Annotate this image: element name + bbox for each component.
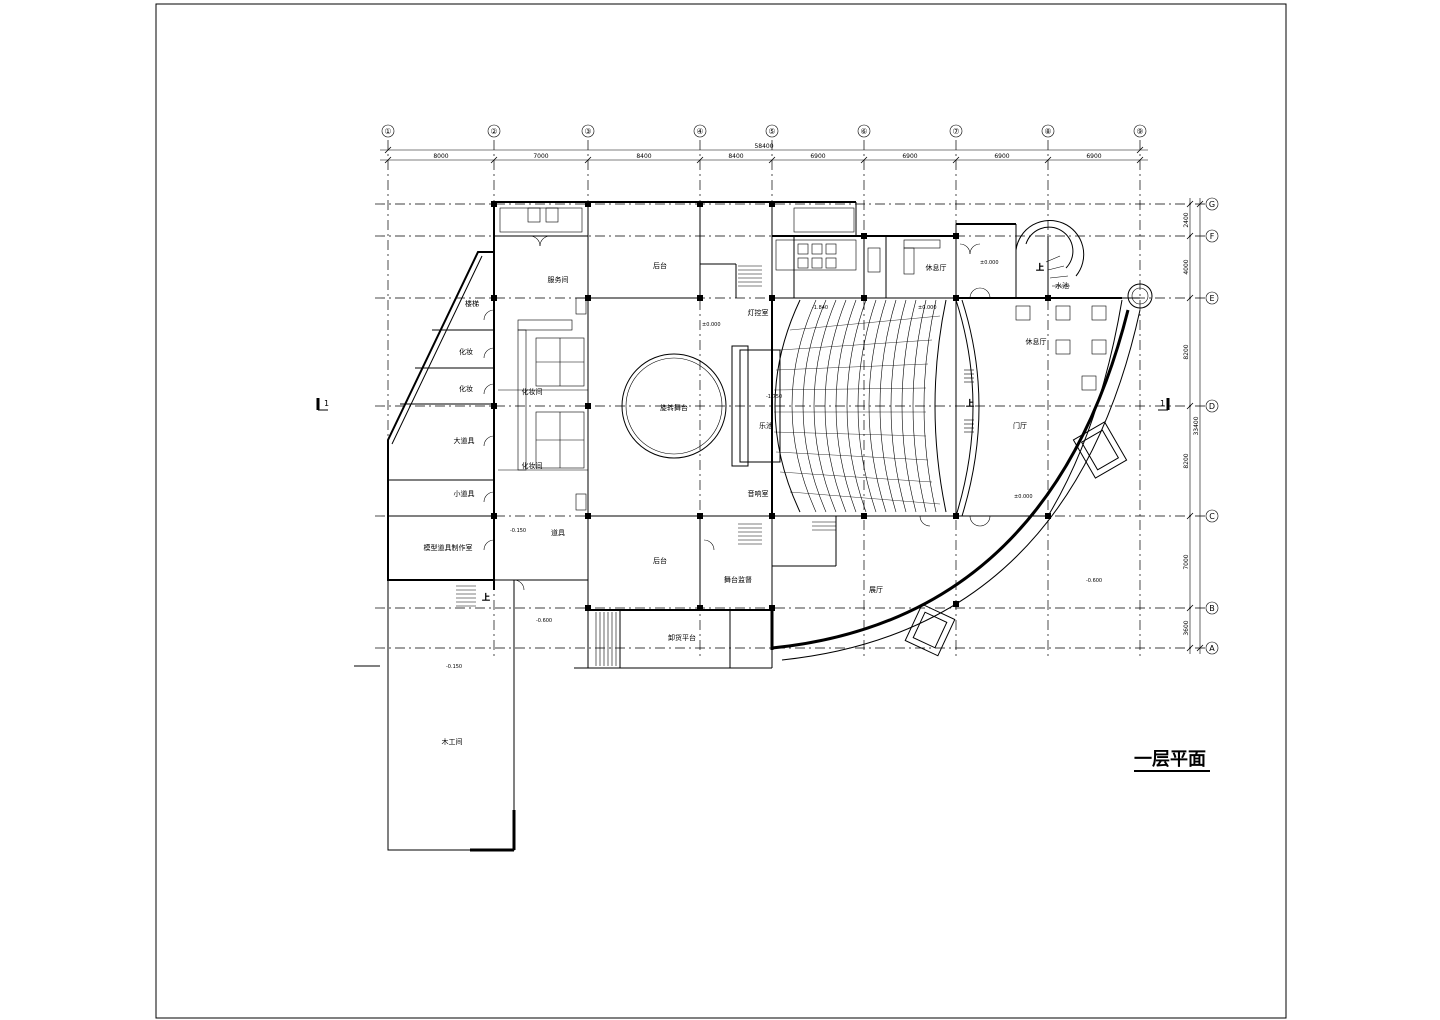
room-label-backstage-top: 后台 [653, 261, 667, 270]
room-label-lobby: 门厅 [1013, 421, 1027, 430]
span-dim-4: 8400 [728, 153, 743, 160]
room-label-orchestra-pit: 乐池 [759, 421, 773, 430]
axis-2-label: ② [490, 127, 497, 136]
restroom-fixtures [499, 207, 941, 275]
axis-G-label: G [1209, 200, 1215, 209]
elev-stage: ±0.000 [702, 322, 721, 328]
drawing-title-block: 一层平面 [1134, 749, 1210, 772]
room-label-makeup-1: 化妆 [459, 347, 473, 356]
room-label-pool: 水池 [1055, 281, 1069, 290]
span-dim-2: 7000 [533, 153, 548, 160]
room-label-large-dressing: 大道具 [454, 436, 475, 445]
span-dim-7: 6900 [994, 153, 1009, 160]
axis-B-label: B [1209, 604, 1215, 613]
stair-up-arrow-3: 上 [966, 399, 974, 408]
room-label-makeup-2: 化妆 [459, 384, 473, 393]
row-span-dim-2: 4000 [1183, 259, 1190, 274]
overall-depth-dim: 33400 [1193, 416, 1200, 435]
elev-lobby: ±0.000 [1014, 494, 1033, 500]
axis-9-label: ⑨ [1136, 127, 1143, 136]
elev-woodshop: -0.150 [446, 664, 462, 670]
room-label-director: 舞台监督 [724, 575, 752, 584]
elev-pit: -1.750 [766, 394, 782, 400]
span-dim-5: 6900 [810, 153, 825, 160]
rotating-stage [621, 353, 727, 459]
room-label-lounge-right: 休息厅 [1026, 337, 1047, 346]
elev-platform: -0.600 [536, 618, 552, 624]
column-axis-labels: ① ② ③ ④ ⑤ ⑥ ⑦ ⑧ ⑨ [381, 124, 1147, 138]
room-label-backstage-bottom: 后台 [653, 556, 667, 565]
room-label-storage: 楼梯 [465, 299, 479, 308]
stair-up-arrow-1: 上 [1036, 263, 1044, 272]
drawing-title: 一层平面 [1134, 749, 1206, 770]
span-dim-8: 6900 [1086, 153, 1101, 160]
axis-4-label: ④ [696, 127, 703, 136]
room-label-control-bottom: 音响室 [748, 489, 769, 498]
elev-exterior: -0.600 [1086, 578, 1102, 584]
axis-1-label: ① [384, 127, 391, 136]
room-label-hall: 展厅 [869, 586, 883, 594]
grid-axes [375, 140, 1205, 660]
section-mark-right: 1 [1158, 398, 1170, 411]
row-span-dim-5: 7000 [1183, 554, 1190, 569]
row-span-dim-3: 8200 [1183, 344, 1190, 359]
overall-width-dim: 58400 [754, 143, 773, 150]
axis-6-label: ⑥ [860, 127, 867, 136]
elev-seats: -1.840 [812, 305, 828, 311]
right-dimension-chain: 2400 4000 8200 8200 7000 3600 33400 [1183, 198, 1204, 654]
row-span-dim-6: 3600 [1183, 620, 1190, 635]
room-label-prop-room: 道具 [551, 528, 565, 537]
auditorium-seating [773, 299, 947, 513]
span-dim-6: 6900 [902, 153, 917, 160]
elev-lounge: ±0.000 [918, 305, 937, 311]
row-span-dim-1: 2400 [1183, 212, 1190, 227]
door-swings [483, 235, 991, 591]
row-span-dim-4: 8200 [1183, 453, 1190, 468]
room-labels: 后台 后台 旋转舞台 乐池 休息厅 休息厅 门厅 展厅 服务间 道具 楼梯 化妆… [424, 261, 1070, 746]
axis-7-label: ⑦ [952, 127, 959, 136]
dressing-tables [498, 297, 588, 511]
top-dimension-chain: 58400 8000 7000 8400 8400 6900 6900 6900… [380, 143, 1148, 164]
axis-5-label: ⑤ [768, 127, 775, 136]
room-label-loading-platform: 卸货平台 [668, 633, 696, 642]
axis-A-label: A [1209, 644, 1215, 653]
elev-lobby-top: ±0.000 [980, 260, 999, 266]
elev-side-room: -0.150 [510, 528, 526, 534]
span-dim-3: 8400 [636, 153, 651, 160]
lounge-tables [1015, 305, 1107, 391]
room-label-dressing-a: 化妆间 [522, 387, 543, 396]
stair-up-arrow-2: 上 [482, 593, 490, 602]
room-label-cloakroom: 服务间 [548, 275, 569, 284]
stairs: 上 上 上 [456, 255, 1070, 666]
axis-E-label: E [1209, 294, 1214, 303]
room-label-woodshop: 木工间 [442, 737, 463, 746]
sheet-border [155, 3, 1287, 1019]
proscenium [731, 296, 781, 516]
room-label-lounge-top: 休息厅 [926, 263, 947, 272]
room-label-rehearsal: 模型道具制作室 [424, 543, 473, 552]
room-label-dressing-b: 化妆间 [522, 461, 543, 470]
section-mark-left: 1 [316, 398, 329, 411]
room-label-small-dressing: 小道具 [454, 489, 475, 498]
building-walls [354, 201, 1153, 852]
axis-D-label: D [1209, 402, 1215, 411]
room-label-rotating-stage: 旋转舞台 [660, 403, 688, 412]
row-axis-labels: G F E D C B A [1205, 197, 1219, 655]
axis-8-label: ⑧ [1044, 127, 1051, 136]
room-label-control-top: 灯控室 [748, 308, 769, 317]
axis-3-label: ③ [584, 127, 591, 136]
axis-F-label: F [1210, 232, 1215, 241]
axis-C-label: C [1209, 512, 1215, 521]
svg-text:1: 1 [324, 399, 329, 408]
svg-text:1: 1 [1160, 399, 1165, 408]
elevation-marks: ±0.000 -1.750 -1.840 ±0.000 ±0.000 ±0.00… [446, 260, 1102, 670]
span-dim-1: 8000 [433, 153, 448, 160]
